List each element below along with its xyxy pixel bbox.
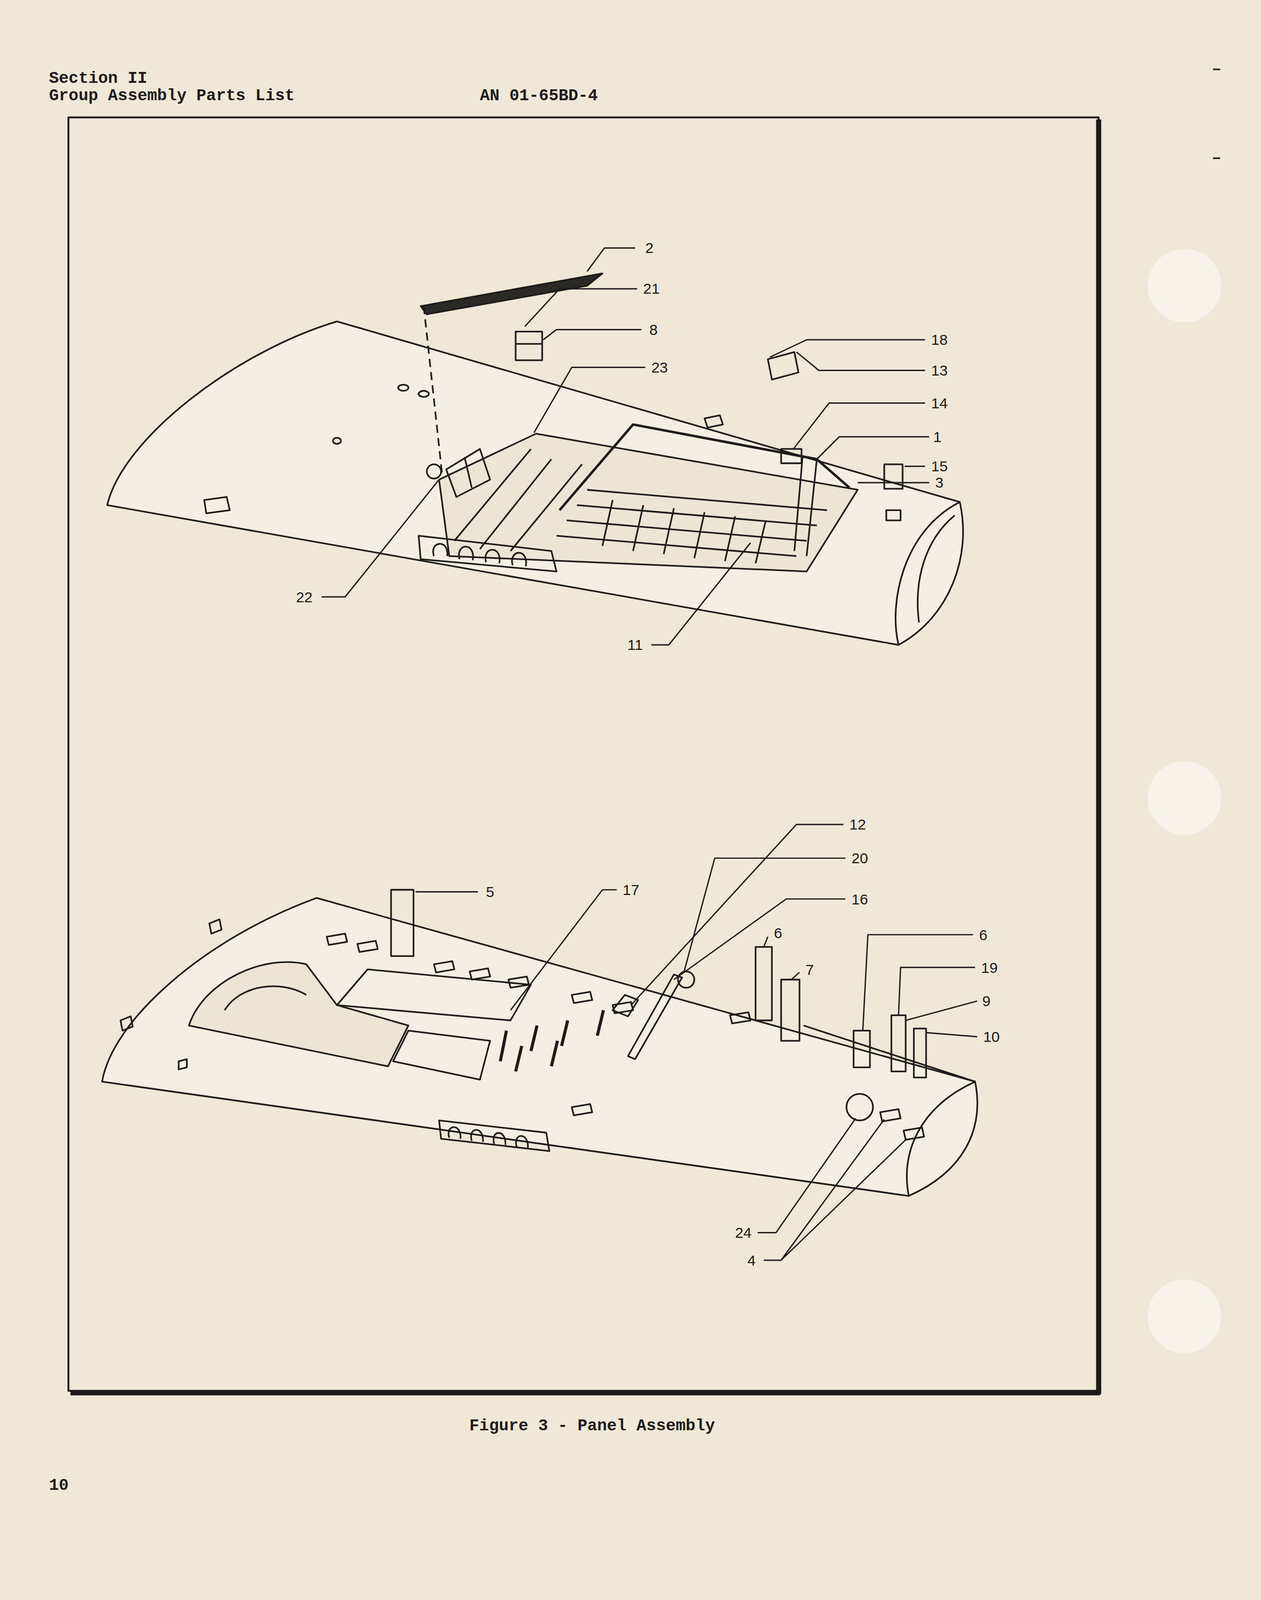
callout-number: 23 — [651, 360, 668, 376]
figure-caption: Figure 3 - Panel Assembly — [469, 1417, 716, 1436]
callout-number: 10 — [983, 1029, 1000, 1045]
callout-number: 22 — [295, 590, 313, 605]
header-text: 10 — [49, 1476, 69, 1495]
callout-number: 8 — [649, 322, 658, 338]
callout-number: 18 — [930, 332, 948, 348]
callout-number: 15 — [930, 459, 948, 474]
callout-number: 6 — [979, 928, 988, 943]
callout-number: 4 — [747, 1253, 756, 1269]
callout-number: 2 — [645, 240, 654, 256]
callout-number: 21 — [643, 281, 660, 297]
header-text: AN 01-65BD-4 — [479, 86, 598, 106]
callout-number: 6 — [773, 926, 783, 941]
callout-number: 11 — [627, 637, 643, 653]
callout-number: 9 — [982, 994, 991, 1009]
header-text: Group Assembly Parts List — [49, 86, 295, 106]
callout-number: 1 — [932, 429, 942, 445]
callout-number: 13 — [930, 363, 948, 379]
callout-number: 19 — [981, 960, 998, 976]
callout-number: 3 — [935, 475, 944, 491]
callout-number: 17 — [622, 882, 640, 898]
callout-number: 7 — [805, 962, 814, 978]
callout-number: 16 — [851, 892, 868, 908]
callout-number: 20 — [851, 851, 868, 866]
callout-number: 14 — [930, 396, 948, 411]
callout-number: 5 — [485, 884, 495, 900]
header-text: Section II — [49, 69, 148, 88]
callout-number: 12 — [849, 817, 866, 833]
callout-number: 24 — [734, 1225, 752, 1241]
